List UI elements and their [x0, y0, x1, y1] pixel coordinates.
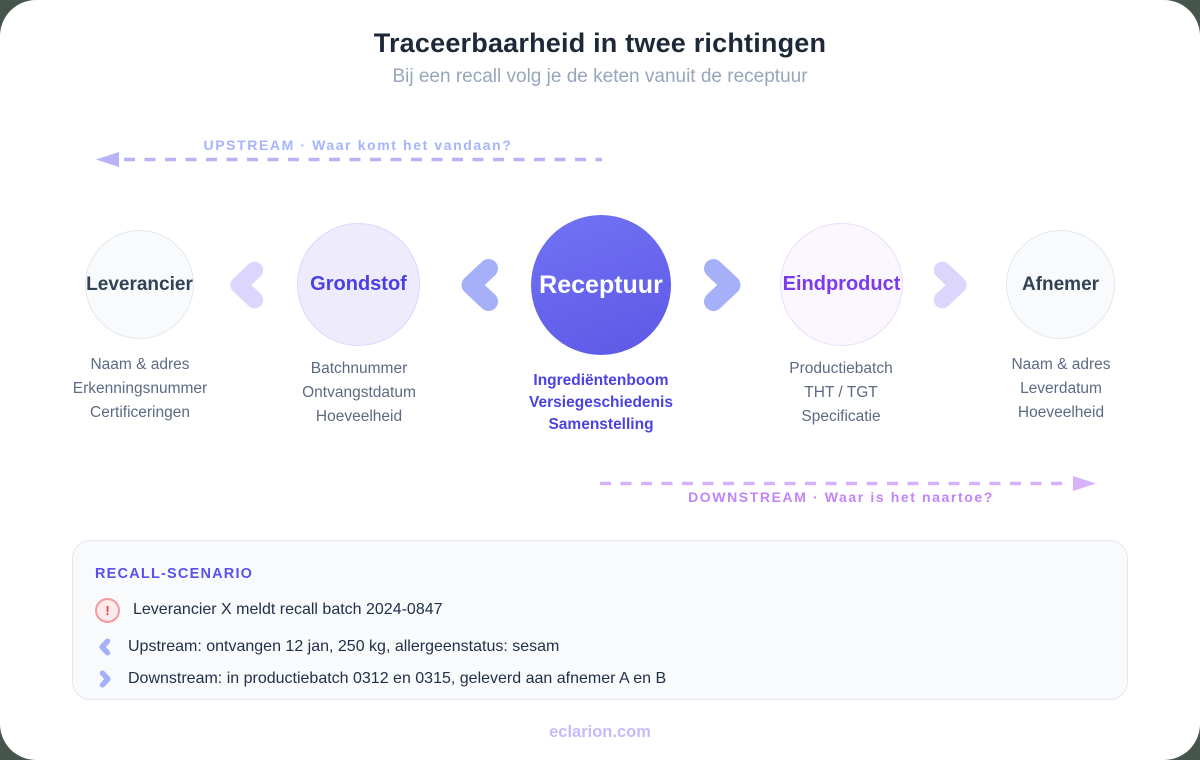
page-title: Traceerbaarheid in twee richtingen — [373, 28, 827, 58]
detail-line: Ingrediëntenboom — [533, 372, 669, 389]
page-subtitle: Bij een recall volg je de keten vanuit d… — [392, 66, 808, 87]
detail-line: Versiegeschiedenis — [529, 394, 673, 411]
chevron-right-icon — [704, 259, 741, 311]
alert-icon: ! — [95, 597, 120, 623]
detail-line: Productiebatch — [789, 360, 893, 377]
recall-scenario-panel: RECALL-SCENARIO ! Leverancier X meldt re… — [72, 540, 1128, 700]
node-afnemer-label: Afnemer — [1021, 273, 1100, 295]
recall-item-upstream: Upstream: ontvangen 12 jan, 250 kg, alle… — [95, 635, 559, 659]
chevron-left-icon — [230, 261, 264, 309]
details-afnemer: Naam & adres Leverdatum Hoeveelheid — [951, 353, 1171, 425]
detail-line: Batchnummer — [310, 360, 408, 377]
upstream-dashed-arrow-icon — [96, 152, 602, 167]
recall-heading: RECALL-SCENARIO — [95, 566, 254, 582]
node-afnemer: Afnemer — [1006, 230, 1115, 339]
node-receptuur: Receptuur — [531, 215, 671, 355]
detail-line: THT / TGT — [804, 384, 878, 401]
chevron-right-icon — [933, 261, 967, 309]
recall-item-downstream: Downstream: in productiebatch 0312 en 03… — [95, 667, 666, 691]
detail-line: Erkenningsnummer — [72, 380, 208, 397]
recall-item-text: Downstream: in productiebatch 0312 en 03… — [128, 670, 667, 687]
chevron-right-icon — [99, 670, 111, 688]
recall-item-text: Leverancier X meldt recall batch 2024-08… — [133, 601, 443, 618]
detail-line: Hoeveelheid — [1017, 404, 1105, 421]
downstream-dashed-arrow-icon — [600, 476, 1096, 491]
details-receptuur: Ingrediëntenboom Versiegeschiedenis Same… — [491, 370, 711, 436]
downstream-label: DOWNSTREAM · Waar is het naartoe? — [688, 489, 994, 505]
website-footer: eclarion.com — [549, 723, 651, 741]
details-leverancier: Naam & adres Erkenningsnummer Certificer… — [30, 353, 250, 425]
node-grondstof-label: Grondstof — [310, 273, 407, 295]
node-receptuur-label: Receptuur — [539, 270, 663, 299]
node-leverancier: Leverancier — [85, 230, 194, 339]
recall-item-text: Upstream: ontvangen 12 jan, 250 kg, alle… — [128, 638, 560, 655]
upstream-label: UPSTREAM · Waar komt het vandaan? — [203, 137, 513, 153]
detail-line: Hoeveelheid — [315, 408, 403, 425]
details-eindproduct: Productiebatch THT / TGT Specificatie — [731, 357, 951, 429]
detail-line: Certificeringen — [90, 404, 190, 421]
details-grondstof: Batchnummer Ontvangstdatum Hoeveelheid — [249, 357, 469, 429]
detail-line: Leverdatum — [1020, 380, 1102, 397]
chevron-left-icon — [99, 638, 111, 656]
recall-item-alert: ! Leverancier X meldt recall batch 2024-… — [95, 597, 443, 623]
detail-line: Naam & adres — [1011, 356, 1111, 373]
node-grondstof: Grondstof — [297, 223, 420, 346]
node-eindproduct: Eindproduct — [780, 223, 903, 346]
detail-line: Ontvangstdatum — [302, 384, 416, 401]
chevron-left-icon — [461, 259, 498, 311]
node-eindproduct-label: Eindproduct — [782, 273, 901, 295]
node-leverancier-label: Leverancier — [86, 273, 193, 295]
detail-line: Naam & adres — [90, 356, 190, 373]
detail-line: Samenstelling — [548, 416, 654, 433]
detail-line: Specificatie — [801, 408, 881, 425]
